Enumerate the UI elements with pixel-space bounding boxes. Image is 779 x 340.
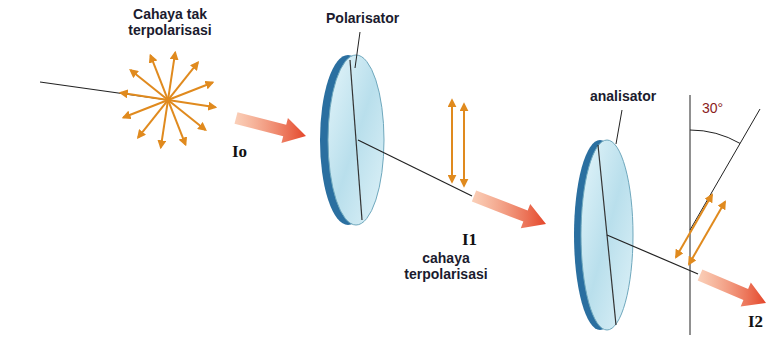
intensity-label: Io (232, 142, 247, 162)
polarized-arrows (676, 195, 725, 264)
leader-line (355, 32, 360, 68)
light-label: cahaya terpolarisasi (396, 250, 496, 282)
transmission-axis (350, 60, 362, 220)
analyzer-disk (574, 140, 633, 330)
part-label: analisator (590, 88, 656, 104)
polarizer-disk (320, 55, 384, 225)
polarization-arrow (689, 202, 725, 264)
polarization-arrow (123, 82, 212, 117)
polarization-arrow (463, 104, 465, 186)
part-label: Polarisator (326, 10, 399, 26)
unpolarized-starburst (121, 53, 216, 148)
intensity-arrow (698, 269, 766, 306)
polarized-arrows (452, 100, 464, 186)
light-label: Cahaya tak terpolarisasi (114, 6, 226, 38)
intensity-arrow (235, 112, 306, 143)
polarization-arrow (676, 195, 712, 257)
tilted-axis (690, 109, 760, 230)
disk-face (328, 55, 384, 225)
vertical-reference (690, 95, 691, 335)
polarization-arrow (451, 100, 453, 182)
leader-line (616, 110, 622, 144)
intensity-arrow (472, 190, 546, 228)
ray-line (358, 140, 472, 196)
angle-arc (690, 130, 740, 143)
angle-label: 30° (702, 100, 723, 116)
intensity-label: I1 (462, 230, 477, 250)
intensity-label: I2 (748, 312, 763, 332)
intensity-arrows (235, 112, 766, 306)
